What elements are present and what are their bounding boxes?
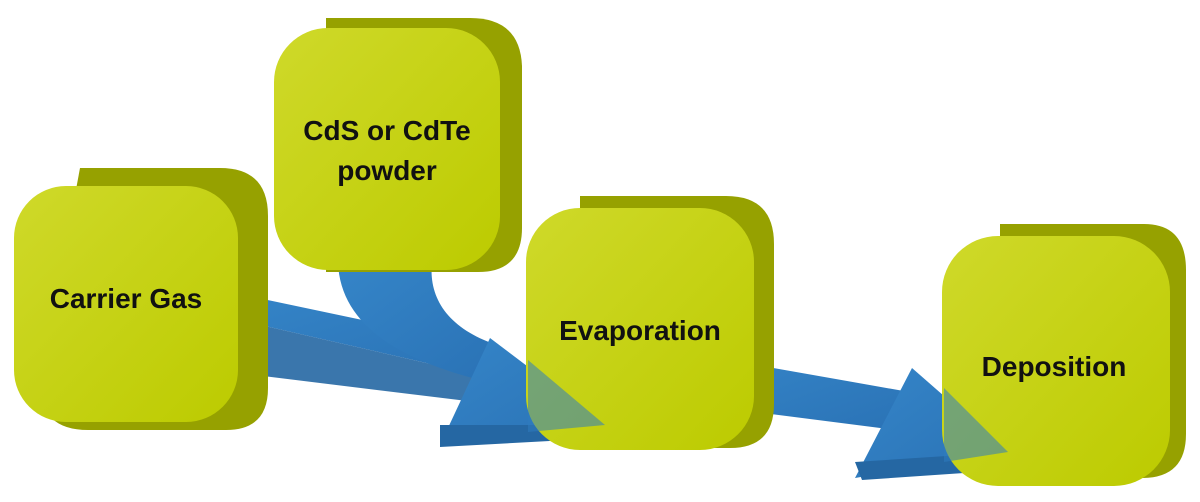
node-label: Carrier Gas (50, 283, 203, 314)
node-face (14, 186, 238, 422)
arrowhead-overlay-evaporation (528, 360, 605, 432)
arrow-powder-to-evaporation (338, 262, 500, 380)
node-label: Deposition (982, 351, 1127, 382)
node-face (942, 236, 1170, 486)
node-deposition: Deposition (942, 224, 1186, 486)
node-label-line-2: powder (337, 155, 437, 186)
node-label-line-1: CdS or CdTe (303, 115, 470, 146)
node-face (526, 208, 754, 450)
node-powder: CdS or CdTe powder (274, 18, 522, 272)
node-label: Evaporation (559, 315, 721, 346)
node-carrier-gas: Carrier Gas (14, 168, 268, 430)
arrowhead-overlay-deposition (944, 388, 1008, 462)
node-evaporation: Evaporation (526, 196, 774, 450)
arrow-curved-shaft (338, 262, 500, 380)
arrow-shaft-lower (230, 318, 492, 404)
node-face (274, 28, 500, 270)
